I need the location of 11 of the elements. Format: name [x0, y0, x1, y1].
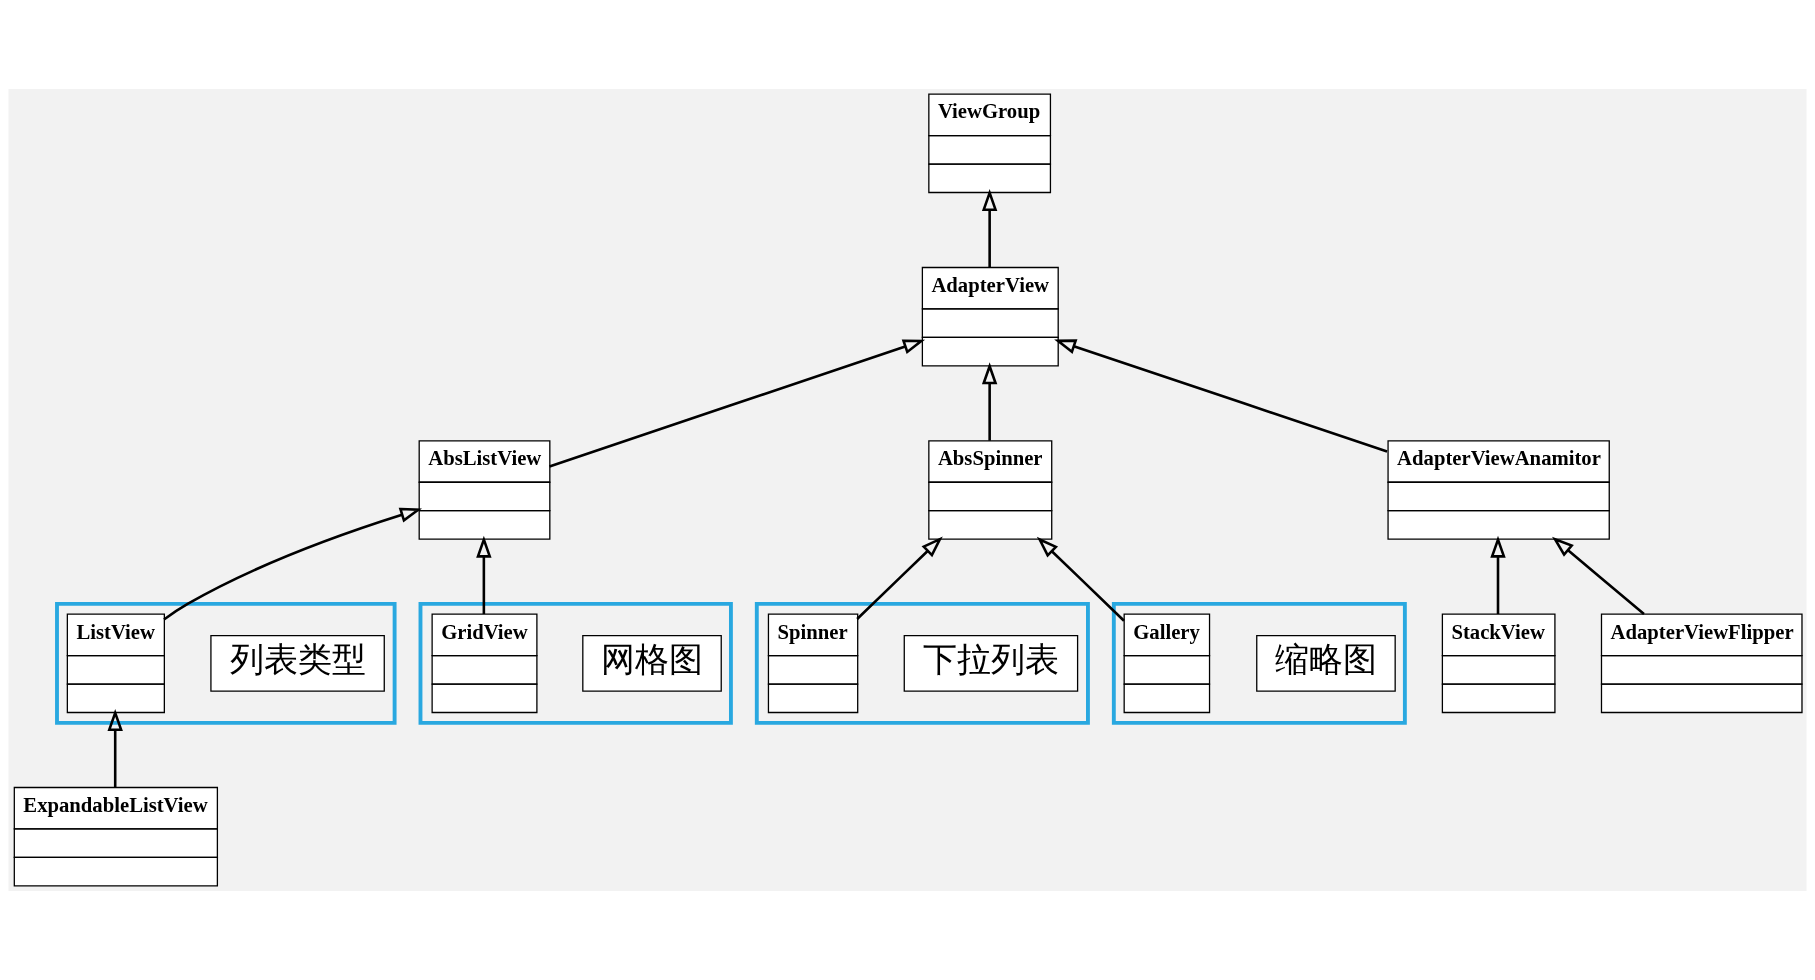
arrow — [107, 708, 123, 788]
arrow — [981, 188, 998, 268]
arrow — [1490, 535, 1506, 615]
arrow — [981, 362, 998, 441]
arrow — [163, 507, 422, 621]
arrow — [1054, 339, 1388, 453]
arrow — [856, 536, 943, 620]
arrow — [549, 339, 926, 468]
arrow — [476, 535, 492, 615]
arrow — [1036, 536, 1125, 622]
arrow — [1552, 536, 1645, 616]
